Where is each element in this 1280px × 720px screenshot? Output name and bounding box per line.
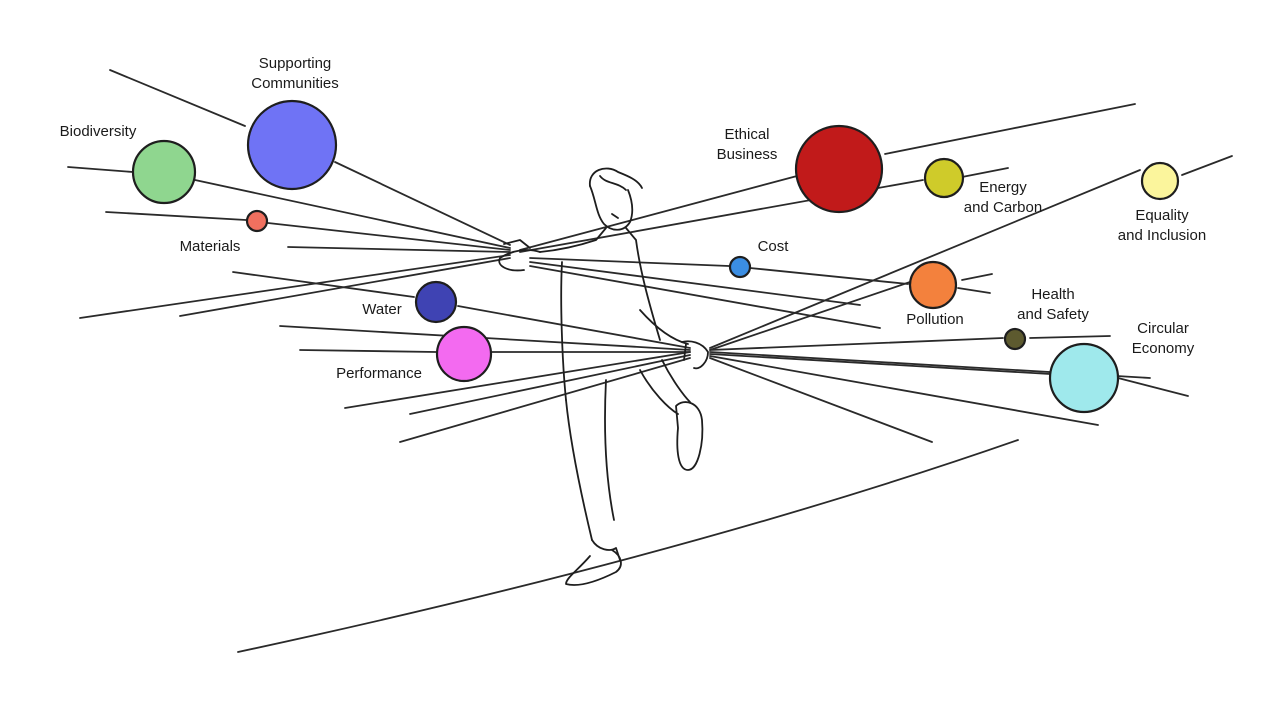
supporting-communities-balloon bbox=[246, 99, 338, 191]
label-health-and-safety: Health and Safety bbox=[1017, 286, 1089, 323]
energy-and-carbon-balloon bbox=[923, 157, 965, 199]
cost-balloon bbox=[728, 255, 752, 279]
label-equality-and-inclusion: Equality and Inclusion bbox=[1117, 207, 1207, 244]
label-performance: Performance bbox=[336, 365, 422, 382]
health-and-safety-balloon bbox=[1003, 327, 1027, 351]
water-balloon bbox=[414, 280, 458, 324]
ethical-business-balloon bbox=[794, 124, 884, 214]
label-supporting-communities: Supporting Communities bbox=[251, 55, 339, 92]
label-circular-economy: Circular Economy bbox=[1131, 320, 1195, 357]
label-ethical-business: Ethical Business bbox=[716, 126, 778, 163]
label-materials: Materials bbox=[179, 238, 241, 255]
tightrope-walker bbox=[498, 167, 709, 586]
label-cost: Cost bbox=[757, 238, 789, 255]
label-energy-and-carbon: Energy and Carbon bbox=[963, 179, 1043, 216]
label-pollution: Pollution bbox=[906, 311, 964, 328]
circular-economy-balloon bbox=[1048, 342, 1120, 414]
tightrope bbox=[237, 439, 1019, 653]
equality-and-inclusion-balloon bbox=[1140, 161, 1180, 201]
performance-balloon bbox=[435, 325, 493, 383]
label-biodiversity: Biodiversity bbox=[59, 123, 137, 140]
biodiversity-balloon bbox=[131, 139, 197, 205]
label-water: Water bbox=[362, 301, 402, 318]
materials-balloon bbox=[245, 209, 269, 233]
pollution-balloon bbox=[908, 260, 958, 310]
